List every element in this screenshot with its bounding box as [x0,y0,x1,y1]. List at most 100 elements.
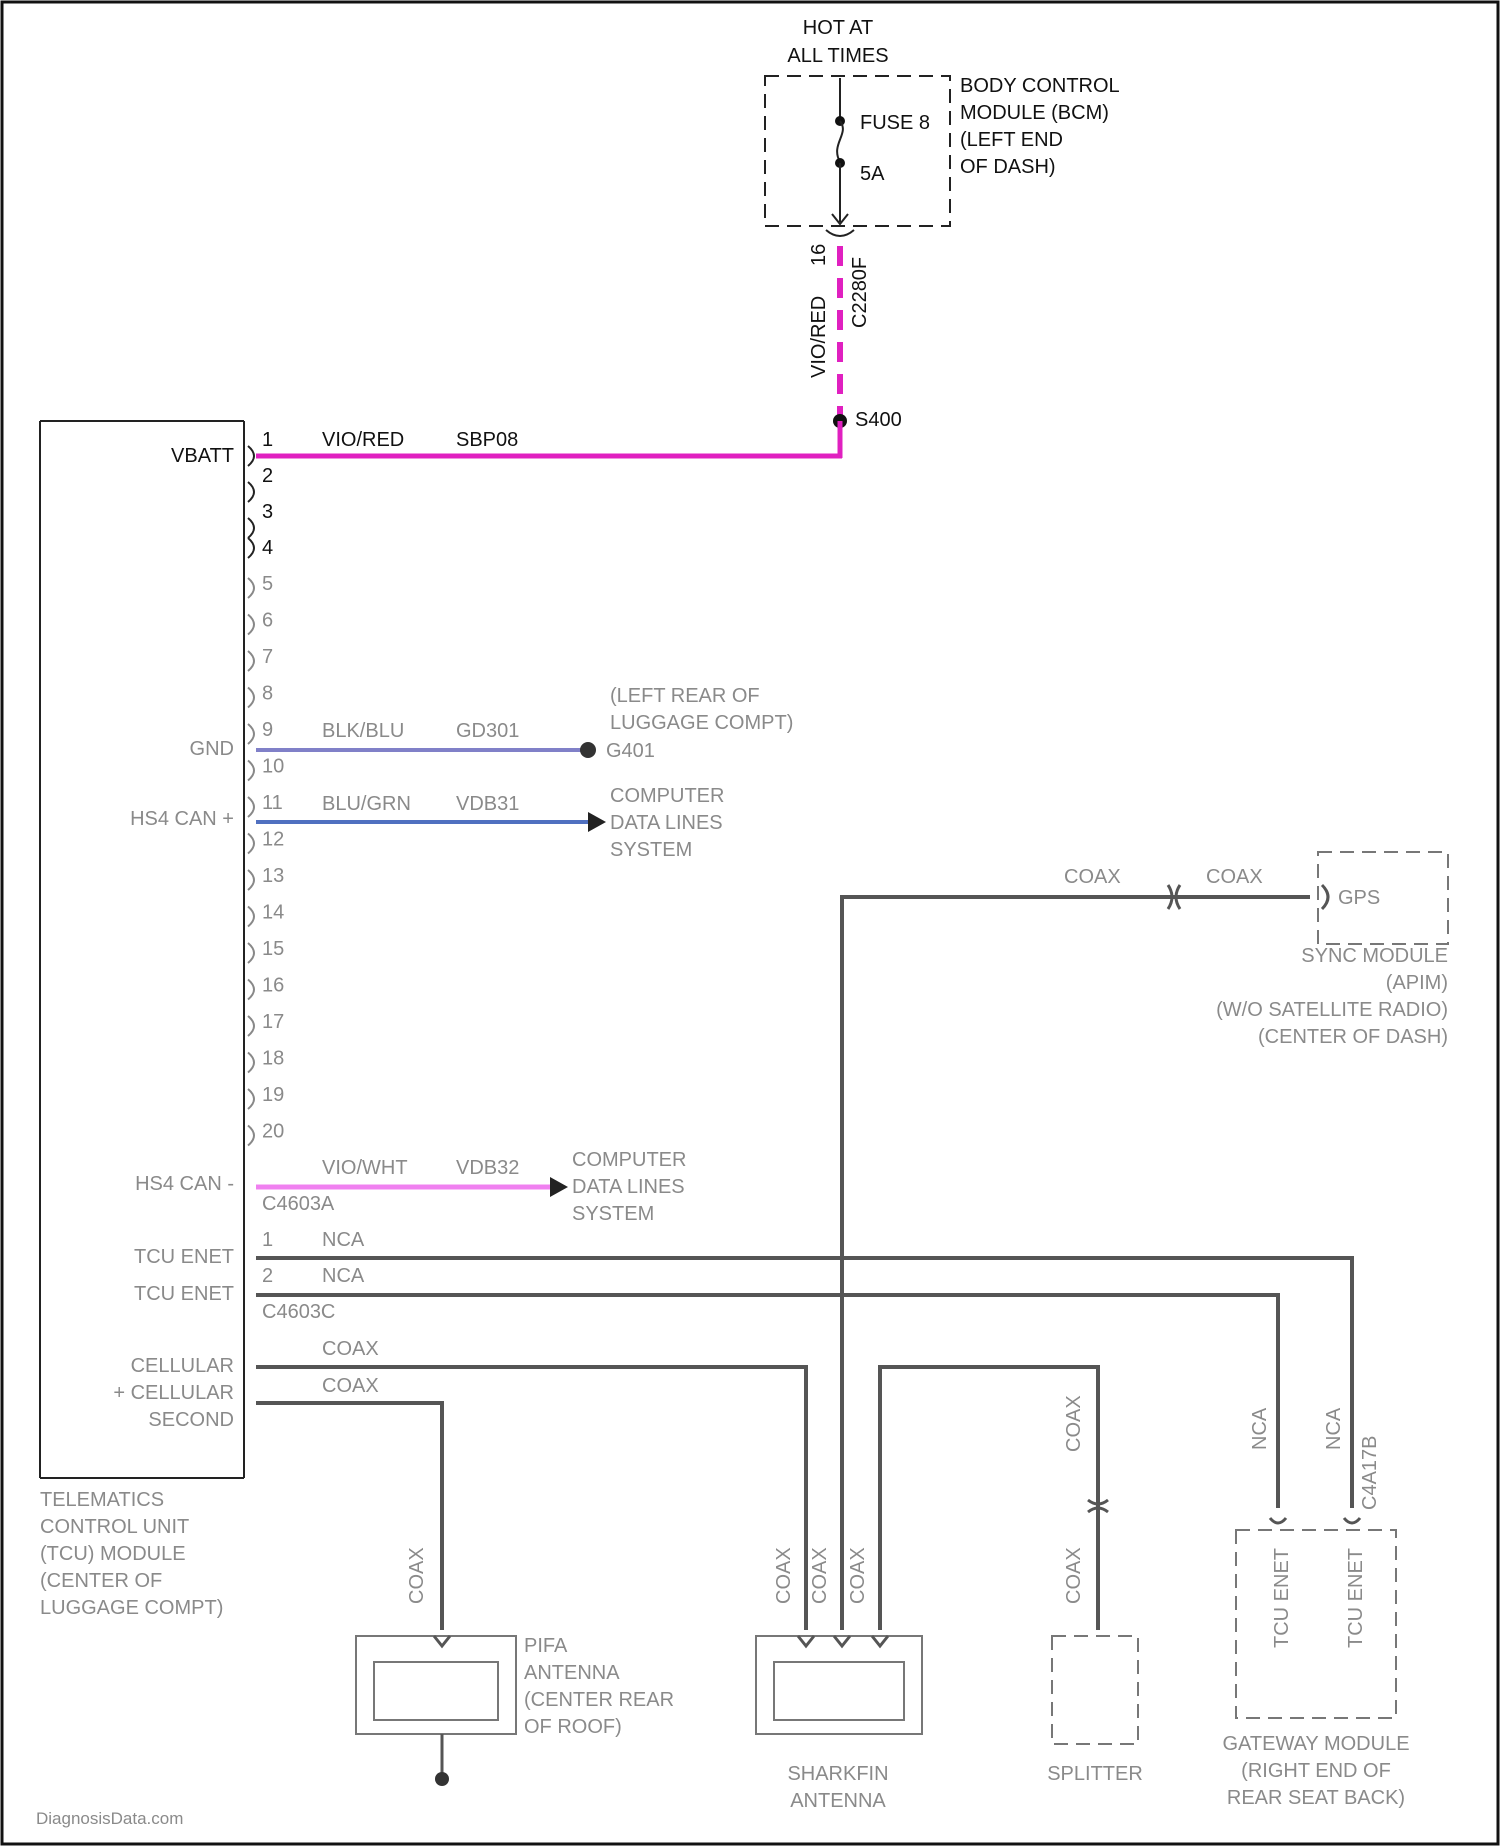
pifa-line4: OF ROOF) [524,1716,622,1738]
gateway-connector: C4A17B [1359,1436,1381,1511]
ground-id: G401 [606,740,655,762]
hs4-can-minus-label: HS4 CAN - [135,1173,234,1195]
pifa-antenna-inner-box [374,1662,498,1720]
tcu-pin-number: 6 [262,610,273,632]
tcu-pin-number: 14 [262,902,284,924]
cdl2-line2: DATA LINES [572,1176,685,1198]
sharkfin-connector-3 [872,1636,888,1646]
tcu-pin-number: 15 [262,938,284,960]
bcm-label-line3: (LEFT END [960,129,1063,151]
hs4m-wire-color: VIO/WHT [322,1157,408,1179]
pin3-connector [248,518,254,538]
sync-module-line4: (CENTER OF DASH) [1258,1026,1448,1048]
bcm-label-line2: MODULE (BCM) [960,102,1109,124]
gateway-line1: GATEWAY MODULE [1222,1733,1409,1755]
tcu-enet2-label: TCU ENET [134,1283,234,1305]
c2280f-wire-color: VIO/RED [808,296,830,378]
gnd-label: GND [190,738,234,760]
pin4-number: 4 [262,537,273,559]
cellular-coax2: COAX [322,1375,379,1397]
pifa-coax-label: COAX [406,1547,428,1604]
pifa-line2: ANTENNA [524,1662,620,1684]
sync-module-line3: (W/O SATELLITE RADIO) [1216,999,1448,1021]
gateway-nca2: NCA [1323,1407,1345,1450]
watermark: DiagnosisData.com [36,1809,183,1828]
hot-at-all-times-line1: HOT AT [803,17,873,39]
pin1-number: 1 [262,429,273,451]
cdl1-line2: DATA LINES [610,812,723,834]
gps-coax-right: COAX [1206,866,1263,888]
gateway-enet1: TCU ENET [1271,1548,1293,1648]
c4603c-connector: C4603C [262,1301,335,1323]
hs4-wire-color: BLU/GRN [322,793,411,815]
sync-module-line2: (APIM) [1386,972,1448,994]
cdl2-line3: SYSTEM [572,1203,654,1225]
sharkfin-antenna-inner-box [774,1662,904,1720]
gps-label: GPS [1338,887,1380,909]
splitter-coax-lower: COAX [1063,1547,1085,1604]
fuse-name: FUSE 8 [860,112,930,134]
tcu-pin-connector [248,1126,254,1146]
splitter-coax-upper: COAX [1063,1395,1085,1452]
cellular-second-label1: + CELLULAR [113,1382,234,1404]
sharkfin-coax2: COAX [809,1547,831,1604]
enet-wire2: NCA [322,1265,365,1287]
tcu-pin-number: 16 [262,975,284,997]
c2280f-connector-id: C2280F [849,257,871,328]
g401-ground-dot [580,742,596,758]
tcu-name-line1: TELEMATICS [40,1489,164,1511]
ground-location-line2: LUGGAGE COMPT) [610,712,793,734]
hs4-can-plus-label: HS4 CAN + [130,808,234,830]
gnd-wire-color: BLK/BLU [322,720,404,742]
vbatt-label: VBATT [171,445,234,467]
cdl2-line1: COMPUTER [572,1149,686,1171]
bcm-fuse-section: HOT AT ALL TIMES BODY CONTROL MODULE (BC… [256,17,1120,458]
bcm-box [765,76,950,226]
tcu-name-line3: (TCU) MODULE [40,1543,186,1565]
sharkfin-coax3: COAX [847,1547,869,1604]
fuse-rating: 5A [860,163,885,185]
pifa-line3: (CENTER REAR [524,1689,674,1711]
tcu-pin-connector [248,761,254,781]
c2280f-pin-number: 16 [808,244,830,266]
pin4-connector [248,538,254,558]
sharkfin-line2: ANTENNA [790,1790,886,1812]
tcu-pin-connector [248,943,254,963]
gnd-circuit: GD301 [456,720,519,742]
tcu-pin-connector [248,870,254,890]
tcu-pin-connector [248,907,254,927]
gateway-enet2: TCU ENET [1345,1548,1367,1648]
gateway-module-box [1236,1530,1396,1718]
cdl1-line1: COMPUTER [610,785,724,807]
gateway-enet1-connector [1344,1518,1360,1523]
cdl1-line3: SYSTEM [610,839,692,861]
sharkfin-connector-1 [798,1636,814,1646]
tcu-name-line5: LUGGAGE COMPT) [40,1597,223,1619]
tcu-pin-connector [248,834,254,854]
bcm-label-line1: BODY CONTROL [960,75,1120,97]
tcu-name-line4: (CENTER OF [40,1570,162,1592]
enet-pin2: 2 [262,1265,273,1287]
tcu-name-line2: CONTROL UNIT [40,1516,189,1538]
pifa-connector-arrow [434,1636,450,1646]
tcu-pin-connector [248,1089,254,1109]
pin3-number: 3 [262,501,273,523]
tcu-pin-number: 20 [262,1121,284,1143]
vbatt-circuit: SBP08 [456,429,518,451]
tcu-pin-connector [248,1016,254,1036]
vbatt-wire-color: VIO/RED [322,429,404,451]
enet-pin1: 1 [262,1229,273,1251]
tcu-pin-number: 18 [262,1048,284,1070]
gateway-enet2-connector [1270,1518,1286,1523]
tcu-pin-connector [248,724,254,744]
tcu-pin-number: 17 [262,1011,284,1033]
tcu-pin-number: 9 [262,719,273,741]
fuse-symbol [837,121,843,162]
hs4-circuit: VDB31 [456,793,519,815]
pin2-connector [248,482,254,502]
gateway-line2: (RIGHT END OF [1241,1760,1391,1782]
tcu-pin-number: 13 [262,865,284,887]
hs4-can-minus-arrow [550,1177,568,1197]
tcu-pin-number: 11 [262,792,283,814]
cellular-label: CELLULAR [131,1355,234,1377]
